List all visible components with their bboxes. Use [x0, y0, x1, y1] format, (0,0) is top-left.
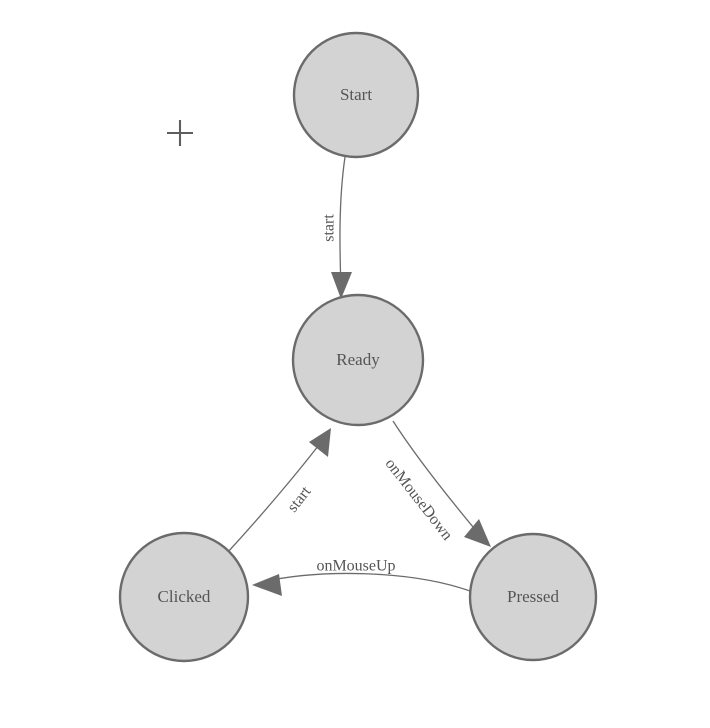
- node-ready[interactable]: Ready: [291, 293, 425, 427]
- edge-label-start-to-ready: start: [321, 214, 338, 242]
- node-clicked-label: Clicked: [158, 587, 211, 606]
- edge-path-start-to-ready: [339, 156, 346, 292]
- node-clicked-circle[interactable]: [118, 531, 250, 663]
- arrowhead-pressed-to-clicked: [252, 574, 282, 596]
- node-pressed[interactable]: Pressed: [468, 532, 598, 662]
- node-start[interactable]: Start: [292, 31, 420, 159]
- node-start-circle[interactable]: [292, 31, 420, 159]
- arrowhead-start-to-ready: [331, 272, 352, 299]
- crosshair-icon: [167, 120, 193, 146]
- edge-clicked-to-ready[interactable]: start: [226, 428, 331, 554]
- edge-start-to-ready[interactable]: start: [321, 156, 352, 299]
- edge-path-pressed-to-clicked: [261, 572, 471, 592]
- node-start-label: Start: [340, 85, 372, 104]
- node-clicked[interactable]: Clicked: [118, 531, 250, 663]
- node-pressed-label: Pressed: [507, 587, 559, 606]
- arrowhead-clicked-to-ready: [309, 428, 331, 457]
- node-ready-label: Ready: [336, 350, 380, 369]
- edge-label-clicked-to-ready: start: [284, 483, 315, 516]
- arrowhead-ready-to-pressed: [464, 519, 491, 547]
- edge-label-ready-to-pressed: onMouseDown: [382, 455, 456, 543]
- edge-label-pressed-to-clicked: onMouseUp: [316, 558, 395, 575]
- edge-pressed-to-clicked[interactable]: onMouseUp: [252, 558, 471, 596]
- edge-path-clicked-to-ready: [226, 436, 326, 554]
- node-ready-circle[interactable]: [291, 293, 425, 427]
- edge-path-ready-to-pressed: [392, 420, 484, 540]
- node-pressed-circle[interactable]: [468, 532, 598, 662]
- edge-ready-to-pressed[interactable]: onMouseDown: [382, 420, 491, 547]
